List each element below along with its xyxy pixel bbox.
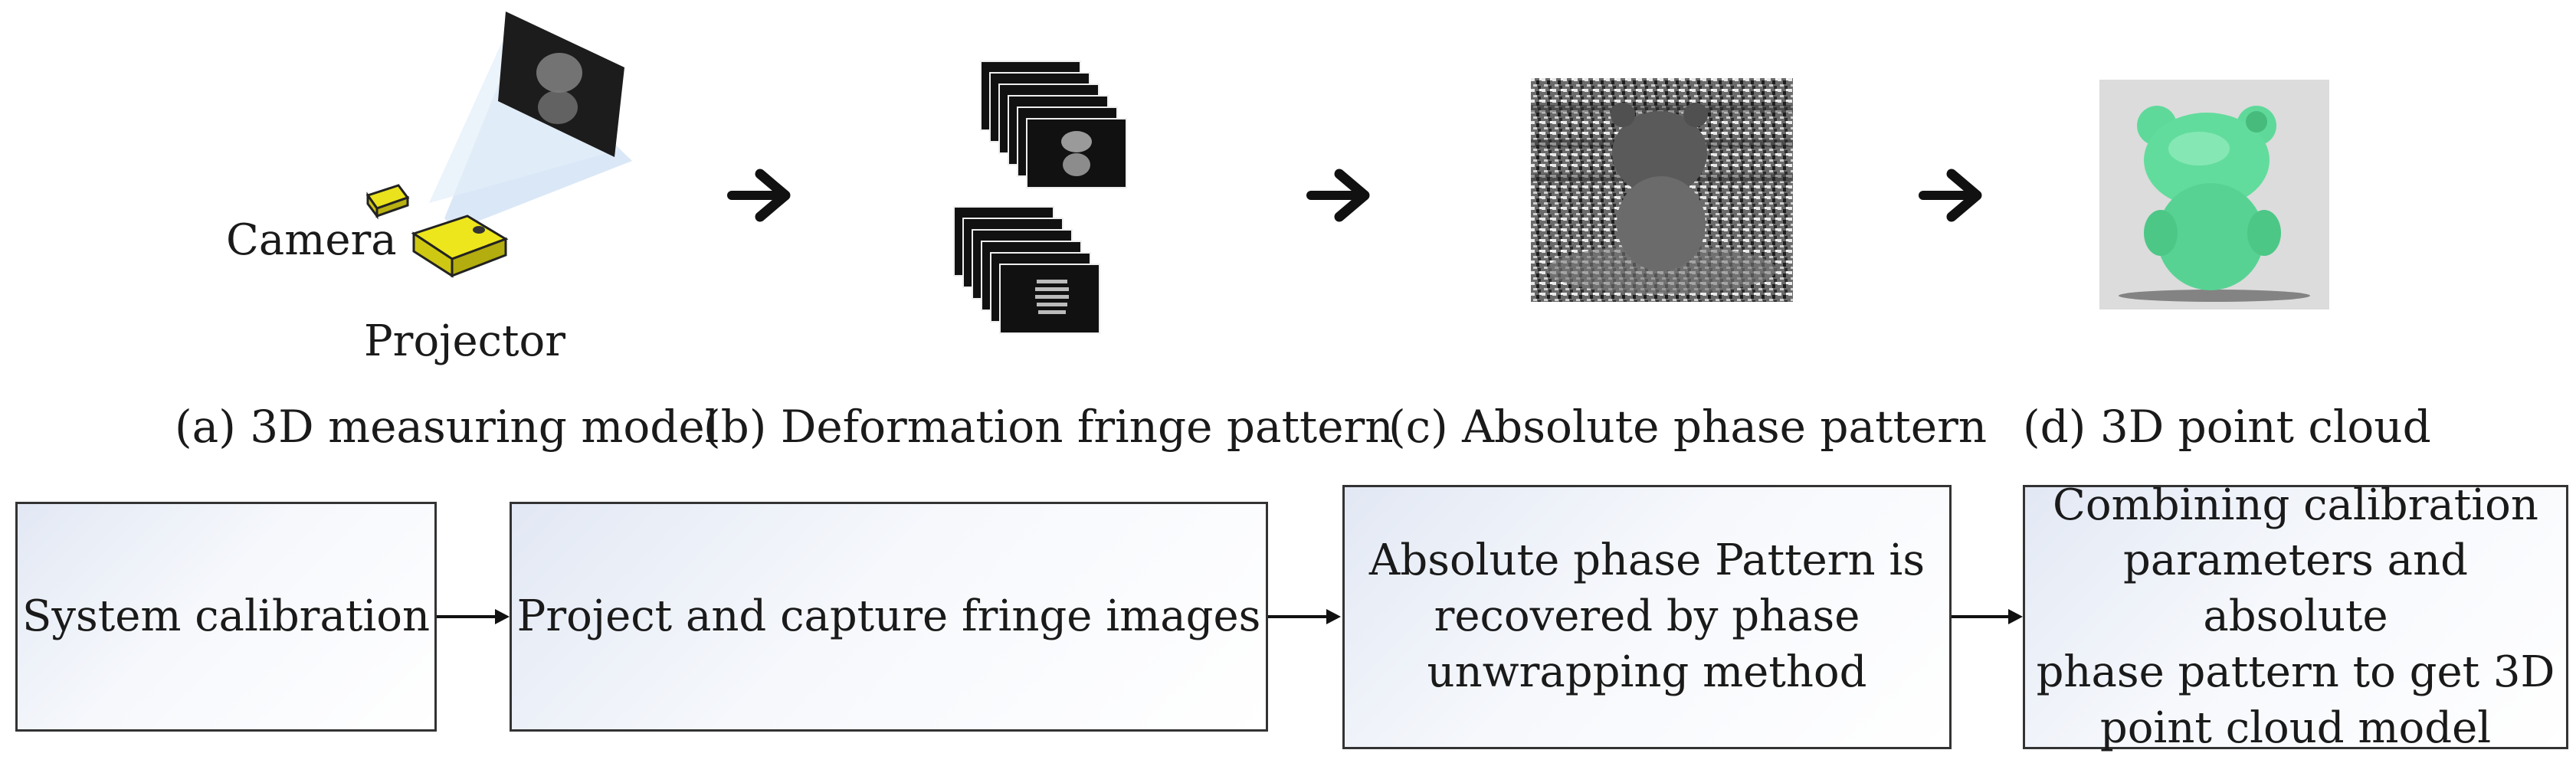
flow-step-phase-unwrapping: Absolute phase Pattern is recovered by p… xyxy=(1342,485,1952,749)
flow-step-label: System calibration xyxy=(21,591,431,641)
absolute-phase-image xyxy=(1531,78,1793,302)
flow-step-label: Project and capture fringe images xyxy=(516,591,1261,641)
flow-step-label: Absolute phase Pattern is recovered by p… xyxy=(1368,535,1925,697)
flow-arrow-icon xyxy=(1268,609,1341,624)
fringe-pattern-stacks xyxy=(953,61,1127,334)
caption-a: (a) 3D measuring model xyxy=(175,401,719,453)
flow-arrow-icon xyxy=(437,609,510,624)
flow-arrow-icon xyxy=(1952,609,2023,624)
arrow-right-icon xyxy=(1306,169,1370,222)
point-cloud-image xyxy=(2099,80,2329,309)
camera-label: Camera xyxy=(226,215,397,265)
fringe-stack-upper xyxy=(980,61,1127,188)
arrow-right-icon xyxy=(727,169,791,222)
measuring-model-illustration xyxy=(365,11,632,278)
fringe-stack-lower xyxy=(953,206,1100,334)
projector-icon xyxy=(411,214,509,278)
flow-step-project-capture: Project and capture fringe images xyxy=(510,502,1268,732)
flow-step-label: Combining calibration parameters and abs… xyxy=(2036,480,2555,753)
flow-step-point-cloud: Combining calibration parameters and abs… xyxy=(2023,480,2568,753)
projector-label: Projector xyxy=(364,316,566,366)
camera-icon xyxy=(365,184,410,220)
caption-c: (c) Absolute phase pattern xyxy=(1388,401,1988,453)
flow-step-system-calibration: System calibration xyxy=(15,502,437,732)
caption-b: (b) Deformation fringe pattern xyxy=(703,401,1394,453)
caption-d: (d) 3D point cloud xyxy=(2023,401,2431,453)
arrow-right-icon xyxy=(1919,169,1982,222)
